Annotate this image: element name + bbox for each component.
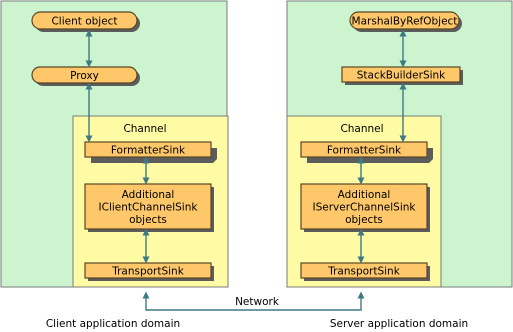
client-channel-title: Channel (123, 123, 166, 135)
server-channel-title: Channel (340, 123, 383, 135)
server-transport-sink-label: TransportSink (327, 266, 401, 278)
marshal-by-ref-object-node: MarshalByRefObject (349, 11, 462, 32)
server-transport-sink-node: TransportSink (300, 262, 430, 281)
network-label: Network (235, 296, 280, 308)
client-additional-line-3: objects (129, 214, 167, 226)
client-transport-sink-node: TransportSink (84, 262, 214, 281)
server-additional-line-3: objects (345, 214, 383, 226)
network-connector (142, 291, 365, 311)
client-object-label: Client object (51, 16, 117, 28)
stackbuilder-sink-node: StackBuilderSink (341, 66, 463, 85)
server-additional-sinks-node: Additional IServerChannelSink objects (300, 183, 430, 232)
server-additional-line-1: Additional (338, 189, 391, 201)
client-formatter-sink-node: FormatterSink (84, 141, 217, 163)
client-transport-sink-label: TransportSink (111, 266, 185, 278)
client-additional-line-1: Additional (122, 189, 175, 201)
client-additional-sinks-node: Additional IClientChannelSink objects (84, 183, 214, 232)
proxy-node: Proxy (31, 66, 140, 86)
server-domain-label: Server application domain (330, 318, 468, 330)
client-formatter-sink-label: FormatterSink (111, 145, 186, 157)
server-formatter-sink-node: FormatterSink (300, 141, 433, 163)
client-object-node: Client object (31, 11, 140, 32)
server-additional-line-2: IServerChannelSink (313, 202, 417, 214)
marshal-by-ref-object-label: MarshalByRefObject (352, 16, 458, 28)
server-formatter-sink-label: FormatterSink (327, 145, 402, 157)
client-additional-line-2: IClientChannelSink (99, 202, 199, 214)
proxy-label: Proxy (70, 70, 99, 82)
stackbuilder-sink-label: StackBuilderSink (357, 70, 446, 82)
client-domain-label: Client application domain (46, 318, 180, 330)
network-label-backdrop (230, 295, 286, 308)
